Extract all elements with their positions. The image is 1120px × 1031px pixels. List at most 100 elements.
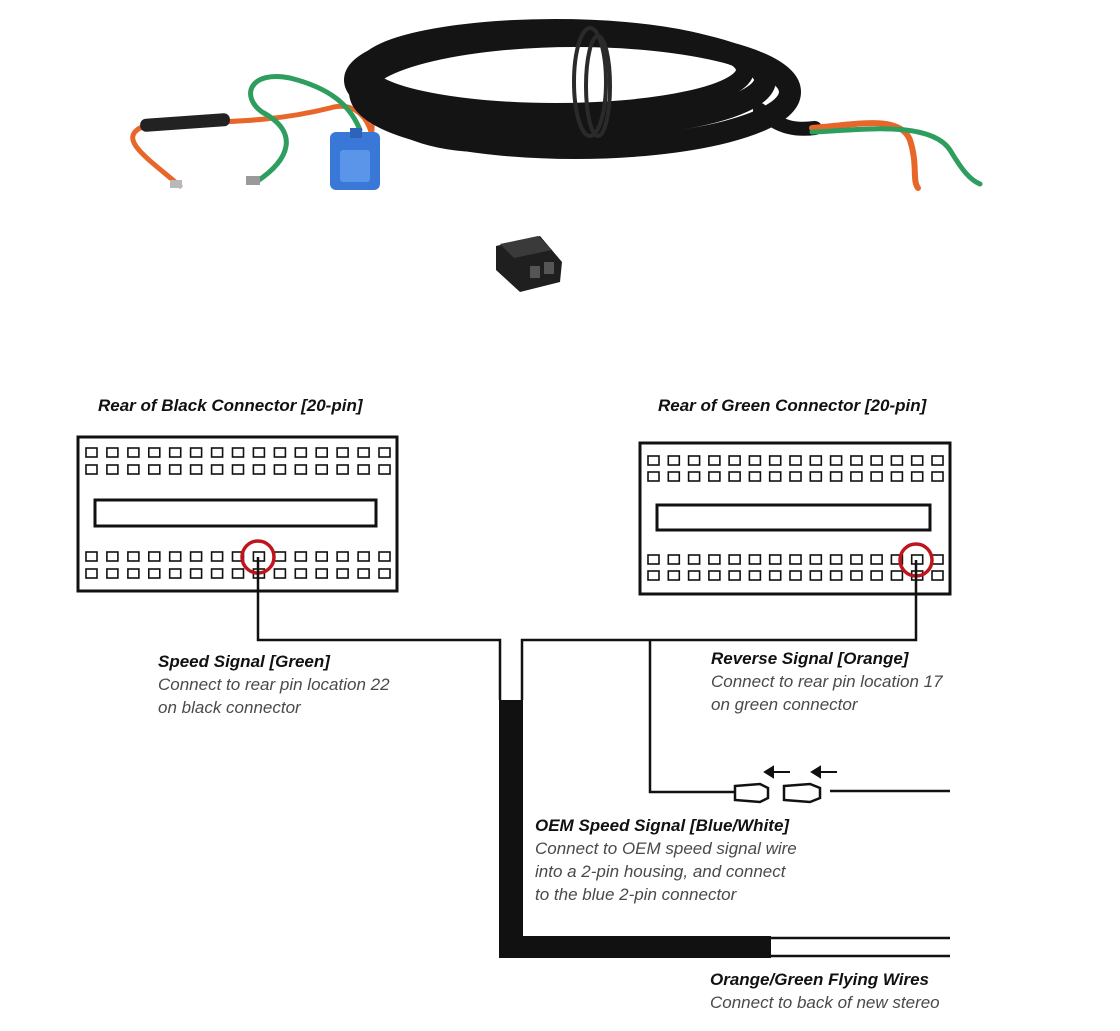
oem-speed-line1: Connect to OEM speed signal wire bbox=[535, 839, 797, 858]
green-connector-pin-cell bbox=[931, 455, 944, 466]
black-connector-pin-cell bbox=[252, 464, 266, 475]
green-connector-pin-cell bbox=[789, 570, 802, 581]
reverse-signal-line2: on green connector bbox=[711, 695, 858, 714]
green-connector-pin-cell bbox=[809, 570, 823, 581]
green-connector-pin-cell bbox=[687, 554, 701, 565]
green-connector-pin-cell bbox=[647, 554, 660, 565]
black-2pin-housing bbox=[496, 236, 562, 292]
black-connector-pin-cell bbox=[127, 551, 140, 562]
black-connector-pin-cell bbox=[106, 464, 119, 475]
green-connector-title: Rear of Green Connector [20-pin] bbox=[658, 396, 927, 415]
green-connector-pin-cell bbox=[667, 554, 681, 565]
speed-signal-line1: Connect to rear pin location 22 bbox=[158, 675, 390, 694]
green-connector-pin-cell bbox=[931, 570, 944, 581]
green-connector-pin-cell bbox=[910, 455, 924, 466]
flying-wires-line1: Connect to back of new stereo bbox=[710, 993, 940, 1012]
black-connector-pin-cell bbox=[273, 447, 287, 458]
black-connector-pin-cell bbox=[168, 551, 182, 562]
green-connector-pin-cell bbox=[708, 554, 721, 565]
flying-wires-lines bbox=[771, 936, 950, 958]
green-connector-pin-cell bbox=[647, 471, 660, 482]
black-connector-pin-cell bbox=[189, 447, 203, 458]
left-flying-wires bbox=[130, 74, 384, 189]
black-connector-pin-cell bbox=[85, 447, 98, 458]
green-connector-pin-cell bbox=[809, 554, 823, 565]
reverse-signal-title: Reverse Signal [Orange] bbox=[711, 649, 909, 668]
green-connector-pin-cell bbox=[748, 554, 762, 565]
black-connector-title: Rear of Black Connector [20-pin] bbox=[98, 396, 363, 415]
green-connector-pin-cell bbox=[667, 455, 681, 466]
reverse-signal-callout: Reverse Signal [Orange] Connect to rear … bbox=[711, 647, 943, 716]
black-connector-pin-cell bbox=[210, 568, 224, 579]
bullet-terminal-icon bbox=[733, 782, 822, 804]
black-connector-pin-cell bbox=[378, 551, 391, 562]
black-connector-pin-cell bbox=[85, 568, 98, 579]
black-connector-pin-cell bbox=[294, 447, 308, 458]
black-connector-pin-cell bbox=[315, 568, 329, 579]
black-connector-pin-cell bbox=[336, 551, 349, 562]
green-connector-pin-cell bbox=[708, 570, 721, 581]
green-connector-pin-cell bbox=[728, 554, 741, 565]
black-connector-pin-cell bbox=[378, 447, 391, 458]
green-connector-pin-cell bbox=[809, 471, 823, 482]
green-connector-pin-cell bbox=[870, 570, 883, 581]
black-connector-pin-cell bbox=[106, 551, 119, 562]
green-connector-pin-cell bbox=[728, 570, 741, 581]
green-connector-pin-cell bbox=[789, 554, 802, 565]
green-connector-pin-cell bbox=[850, 471, 863, 482]
oem-speed-line2: into a 2-pin housing, and connect bbox=[535, 862, 786, 881]
green-connector-pin-cell bbox=[829, 570, 843, 581]
green-connector-pin-cell bbox=[870, 455, 883, 466]
green-connector-pin-cell bbox=[890, 554, 904, 565]
green-connector-pin-cell bbox=[890, 455, 904, 466]
black-connector-pin-cell bbox=[294, 551, 308, 562]
black-connector-pin-cell bbox=[210, 551, 224, 562]
black-connector-pin-cell bbox=[252, 447, 266, 458]
oem-speed-title: OEM Speed Signal [Blue/White] bbox=[535, 816, 790, 835]
black-braided-harness bbox=[344, 19, 822, 159]
green-connector-center-slot bbox=[655, 503, 932, 532]
green-connector-pin-cell bbox=[728, 455, 741, 466]
speed-signal-wire bbox=[256, 557, 502, 700]
black-connector-pin-cell bbox=[85, 551, 98, 562]
black-connector-pin-cell bbox=[85, 464, 98, 475]
green-connector-pin-cell bbox=[708, 455, 721, 466]
black-connector-pin-cell bbox=[315, 447, 329, 458]
black-connector-pin-cell bbox=[127, 464, 140, 475]
black-connector-pin-cell bbox=[189, 551, 203, 562]
black-connector-pin-cell bbox=[315, 551, 329, 562]
black-connector-pin-cell bbox=[357, 551, 370, 562]
black-connector-pin-cell bbox=[148, 464, 161, 475]
black-connector-pin-cell bbox=[378, 464, 391, 475]
black-connector-pin-cell bbox=[127, 447, 140, 458]
black-connector-pin-cell bbox=[189, 568, 203, 579]
green-connector-pin-cell bbox=[829, 554, 843, 565]
black-connector-pin-cell bbox=[148, 568, 161, 579]
green-connector-pin-cell bbox=[850, 455, 863, 466]
black-connector-pin-cell bbox=[168, 447, 182, 458]
harness-trunk bbox=[499, 700, 771, 958]
black-connector-pin-cell bbox=[168, 568, 182, 579]
reverse-signal-wire bbox=[520, 560, 918, 794]
black-connector-pin-cell bbox=[273, 464, 287, 475]
green-connector-pin-cell bbox=[768, 455, 782, 466]
black-connector-pin-cell bbox=[294, 464, 308, 475]
green-connector-pin-cell bbox=[870, 471, 883, 482]
flying-wires-title: Orange/Green Flying Wires bbox=[710, 970, 930, 989]
black-connector-pin-cell bbox=[357, 568, 370, 579]
green-connector-pin-cell bbox=[890, 570, 904, 581]
black-connector-pin-cell bbox=[148, 447, 161, 458]
green-connector-pin-cell bbox=[829, 455, 843, 466]
zip-tie bbox=[572, 26, 612, 138]
oem-speed-callout: OEM Speed Signal [Blue/White] Connect to… bbox=[535, 814, 797, 906]
black-connector-pin-cell bbox=[231, 568, 245, 579]
green-connector-pin-cell bbox=[829, 471, 843, 482]
blue-2pin-connector bbox=[330, 128, 380, 190]
black-connector-pin-cell bbox=[336, 464, 349, 475]
green-connector-pin-cell bbox=[667, 570, 681, 581]
green-connector-pin-cell bbox=[687, 570, 701, 581]
green-connector-pin-cell bbox=[728, 471, 741, 482]
left-arrow-icon bbox=[763, 765, 837, 779]
green-connector-pin-cell bbox=[748, 455, 762, 466]
